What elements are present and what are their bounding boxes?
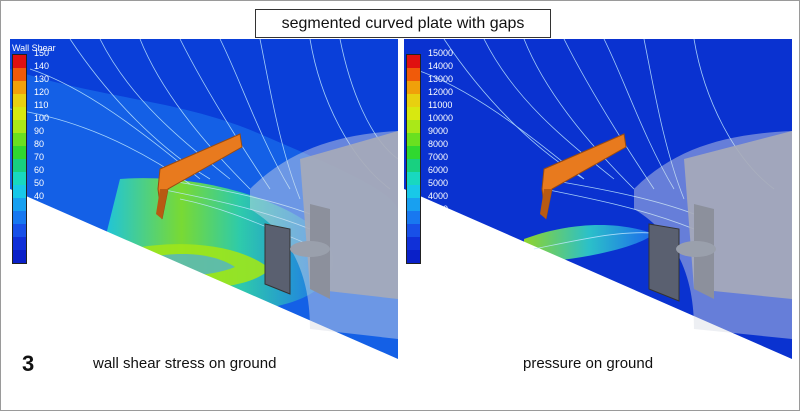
legend-tick: 90 [34, 126, 45, 136]
wall-shear-caption: wall shear stress on ground [93, 355, 277, 372]
legend-tick: 3000 [428, 204, 449, 214]
legend-tick: 120 [34, 87, 50, 97]
ground-plane [404, 189, 792, 379]
legend-tick: 12000 [428, 87, 454, 97]
legend-unit: [Pa] [406, 265, 423, 275]
legend-tick: 10000 [428, 113, 454, 123]
pressure-hotspot [524, 224, 654, 264]
legend-colorbar [406, 54, 421, 264]
legend-tick: 150 [34, 48, 50, 58]
legend-tick: 0 [428, 243, 434, 253]
legend-colorbar [12, 54, 27, 264]
legend-tick: 11000 [428, 100, 453, 110]
legend-tick: 30 [34, 204, 45, 214]
legend-tick: 8000 [428, 139, 449, 149]
legend-tick: 0 [34, 243, 40, 253]
legend-title: Wall Shear [12, 43, 56, 53]
legend-unit: [Pa] [12, 265, 29, 275]
legend-tick: 50 [34, 178, 45, 188]
legend-tick: 4000 [428, 191, 449, 201]
segmented-plate [264, 223, 291, 295]
legend-tick: 40 [34, 191, 45, 201]
legend-tick: 70 [34, 152, 45, 162]
figure-index: 3 [22, 351, 35, 376]
wall-shear-render [10, 39, 398, 379]
segmented-plate [648, 223, 680, 302]
legend-tick: 110 [34, 100, 49, 110]
legend-tick: 20 [34, 217, 45, 227]
legend-tick: 100 [34, 113, 50, 123]
pressure-panel: 15000 14000 13000 12000 11000 10000 9000… [404, 39, 792, 379]
legend-tick: 2000 [428, 217, 449, 227]
legend-tick: 14000 [428, 61, 454, 71]
legend-tick: 13000 [428, 74, 454, 84]
legend-tick: 130 [34, 74, 50, 84]
pressure-caption: pressure on ground [523, 355, 654, 372]
legend-tick: 1000 [428, 230, 449, 240]
wall-shear-panel: Wall Shear 150 140 130 120 110 100 90 80… [10, 39, 398, 379]
ground-plane [10, 189, 398, 379]
legend-tick: 15000 [428, 48, 454, 58]
legend-tick: 80 [34, 139, 45, 149]
pressure-render [404, 39, 792, 379]
vehicle-nose [290, 241, 330, 257]
legend-tick: 140 [34, 61, 50, 71]
vehicle-nose [676, 241, 716, 257]
legend-tick: 60 [34, 165, 45, 175]
legend-tick: 5000 [428, 178, 449, 188]
legend-tick: 6000 [428, 165, 449, 175]
legend-tick: 7000 [428, 152, 449, 162]
figure-title: segmented curved plate with gaps [255, 9, 551, 38]
legend-tick: 9000 [428, 126, 449, 136]
legend-tick: 10 [34, 230, 45, 240]
